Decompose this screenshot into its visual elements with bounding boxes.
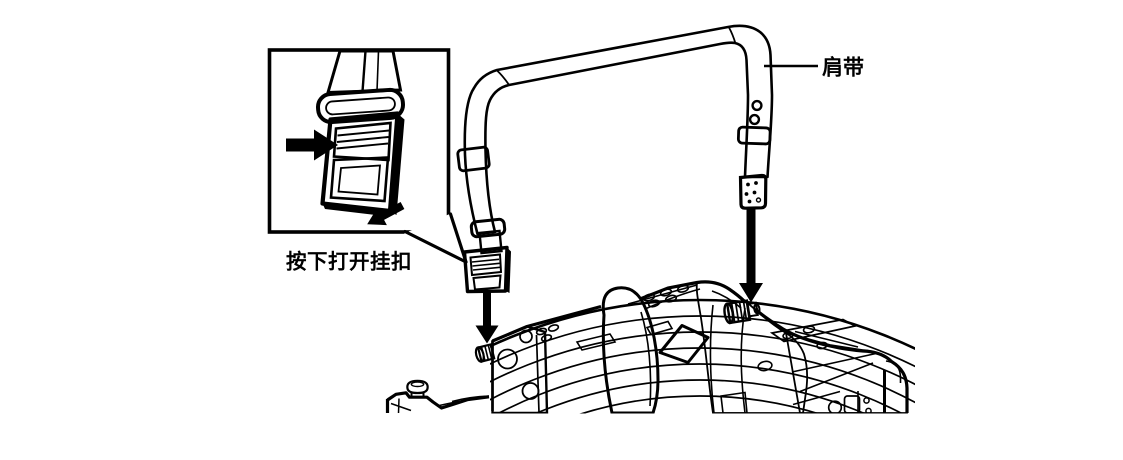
button-pad <box>843 395 861 414</box>
callout-caption: 按下打开挂扣 <box>286 250 412 274</box>
buckle-shadow-bottom <box>322 203 390 217</box>
buckle-detail <box>316 49 405 217</box>
press-arrow-icon <box>286 129 338 161</box>
viewfinder-fin <box>601 286 660 414</box>
buckle-loop <box>316 87 405 125</box>
webbing <box>325 49 403 95</box>
strap-end-buckle <box>462 245 511 294</box>
front-plate <box>385 379 490 414</box>
strap-fold-right <box>728 27 737 44</box>
strap-post-rear <box>723 299 761 325</box>
left-deck <box>519 324 560 344</box>
attach-arrow-right-icon <box>739 209 763 303</box>
front-block <box>491 325 549 414</box>
callout-tail-fill <box>404 213 467 262</box>
lens-vent <box>575 333 617 351</box>
strap-keeper-left <box>469 217 507 239</box>
camcorder-illustration <box>385 280 915 414</box>
strap-end-plate <box>738 173 768 210</box>
buckle-latch-face <box>329 156 390 203</box>
strap-keeper-right <box>736 125 772 146</box>
strap-hole <box>751 99 763 112</box>
buckle-shadow-right <box>390 113 405 215</box>
callout-box <box>267 48 468 264</box>
shoulder-strap <box>456 24 774 255</box>
strap-slider <box>456 145 491 173</box>
strap-end-webbing <box>478 229 503 255</box>
strap-fold-left <box>496 69 511 87</box>
lens-notch <box>645 320 674 336</box>
front-knob <box>406 379 429 398</box>
strap-band <box>463 24 774 236</box>
strap-hole <box>748 113 761 126</box>
strap-label: 肩带 <box>822 56 864 80</box>
attach-arrow-left-icon <box>475 291 499 344</box>
open-direction-arrow-icon <box>367 201 405 226</box>
strap-post-front <box>474 343 496 363</box>
round-button <box>827 400 843 414</box>
strap-hook-bracket <box>658 324 710 364</box>
